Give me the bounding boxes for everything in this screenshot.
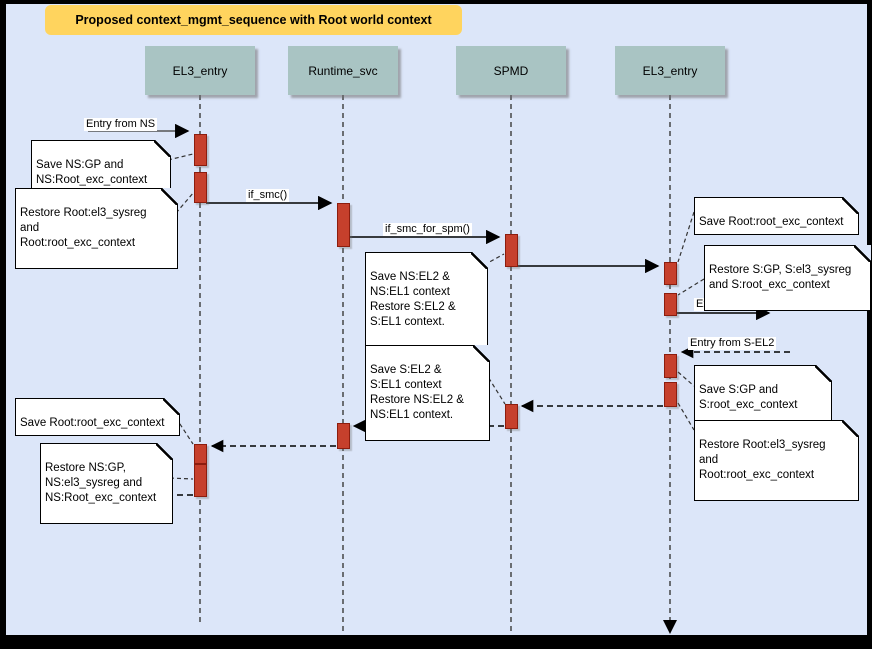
note-restore-s-gp: Restore S:GP, S:el3_sysreg and S:root_ex… xyxy=(704,245,871,311)
connector-note-4 xyxy=(677,211,695,263)
activation-bar xyxy=(194,172,207,203)
connector-note-1 xyxy=(167,153,194,161)
note-save-ns-el2: Save NS:EL2 & NS:EL1 context Restore S:E… xyxy=(365,252,488,348)
activation-bar xyxy=(194,444,207,464)
note-text: Restore Root:el3_sysreg and Root:root_ex… xyxy=(20,207,147,249)
message-label-entry-from-ns: Entry from NS xyxy=(84,118,158,131)
activation-bar xyxy=(505,234,518,267)
note-fold-icon xyxy=(854,245,871,262)
message-arrows xyxy=(88,123,771,321)
activation-bar xyxy=(664,262,677,285)
activation-bar xyxy=(664,382,677,407)
note-save-root-exc-right: Save Root:root_exc_context xyxy=(694,197,859,235)
note-fold-icon xyxy=(815,365,832,382)
activation-bar xyxy=(337,203,350,247)
note-text: Restore Root:el3_sysreg and Root:root_ex… xyxy=(699,439,826,481)
connector-note-5 xyxy=(677,278,705,296)
note-text: Save Root:root_exc_context xyxy=(699,216,844,228)
actor-label: SPMD xyxy=(493,63,529,78)
note-fold-icon xyxy=(161,188,178,205)
note-text: Save NS:EL2 & NS:EL1 context Restore S:E… xyxy=(370,271,456,328)
note-text: Save NS:GP and NS:Root_exc_context xyxy=(36,159,148,186)
note-restore-root-el3-sysreg-bottom: Restore Root:el3_sysreg and Root:root_ex… xyxy=(694,420,859,501)
note-restore-ns-gp: Restore NS:GP, NS:el3_sysreg and NS:Root… xyxy=(40,443,173,524)
connector-note-2 xyxy=(175,191,195,214)
connector-note-9 xyxy=(175,417,194,445)
note-save-s-el2: Save S:EL2 & S:EL1 context Restore NS:EL… xyxy=(365,345,490,441)
activation-bar xyxy=(664,354,677,378)
note-text: Save S:EL2 & S:EL1 context Restore NS:EL… xyxy=(370,364,464,421)
message-label-if-smc-for-spm: if_smc_for_spm() xyxy=(383,223,472,236)
note-fold-icon xyxy=(163,398,180,415)
note-fold-icon xyxy=(471,252,488,269)
lifeline-header-el3-entry-left: EL3_entry xyxy=(145,46,255,95)
activation-bar xyxy=(337,423,350,449)
actor-label: EL3_entry xyxy=(642,63,698,78)
connector-note-7 xyxy=(677,371,695,387)
activation-bar xyxy=(194,134,207,166)
lifeline-header-runtime-svc: Runtime_svc xyxy=(288,46,398,95)
connector-note-8 xyxy=(677,402,695,431)
note-fold-icon xyxy=(842,197,859,214)
lifeline-header-spmd: SPMD xyxy=(456,46,566,95)
connector-note-6 xyxy=(484,371,506,405)
connector-note-10 xyxy=(169,477,194,480)
activation-bar xyxy=(194,464,207,497)
activation-bar xyxy=(664,293,677,316)
actor-label: Runtime_svc xyxy=(308,63,378,78)
lifeline-end-arrow-icon xyxy=(663,620,677,634)
lifeline-header-el3-entry-right: EL3_entry xyxy=(615,46,725,95)
note-fold-icon xyxy=(154,140,171,157)
note-save-root-exc-left: Save Root:root_exc_context xyxy=(15,398,180,436)
note-text: Save S:GP and S:root_exc_context xyxy=(699,384,798,411)
activation-bar xyxy=(505,404,518,429)
note-restore-root-el3-sysreg-top: Restore Root:el3_sysreg and Root:root_ex… xyxy=(15,188,178,269)
message-label-if-smc: if_smc() xyxy=(246,189,290,202)
note-fold-icon xyxy=(842,420,859,437)
note-text: Restore NS:GP, NS:el3_sysreg and NS:Root… xyxy=(45,462,157,504)
note-fold-icon xyxy=(473,345,490,362)
diagram-title: Proposed context_mgmt_sequence with Root… xyxy=(45,5,462,35)
actor-label: EL3_entry xyxy=(172,63,228,78)
note-text: Restore S:GP, S:el3_sysreg and S:root_ex… xyxy=(709,264,852,291)
message-label-entry-from-s-el2: Entry from S-EL2 xyxy=(688,337,777,350)
note-text: Save Root:root_exc_context xyxy=(20,417,165,429)
note-fold-icon xyxy=(156,443,173,460)
